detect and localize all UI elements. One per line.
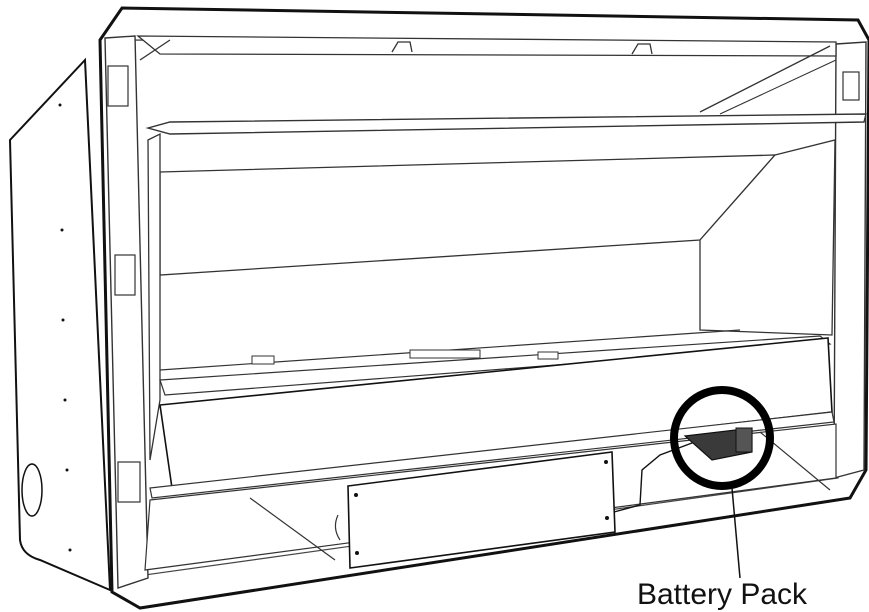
control-cover-plate	[347, 451, 616, 569]
top-hanger-right	[631, 43, 653, 55]
cover-plate-knob	[334, 514, 341, 541]
tray-tab-right	[537, 351, 559, 360]
tray-tab-center	[409, 349, 481, 359]
left-frame-post	[104, 35, 149, 589]
left-post-slot-top	[107, 65, 129, 107]
battery-callout-ring	[670, 386, 774, 490]
cover-plate-screws	[354, 460, 609, 555]
burner-tray	[159, 335, 832, 396]
firebox-left-wall	[147, 132, 161, 461]
top-hanger-left	[391, 41, 413, 53]
bottom-diagonal-left	[249, 497, 336, 561]
side-knockout-hole	[21, 463, 43, 517]
interior-diagonal-right	[699, 45, 831, 113]
right-frame-post	[833, 41, 867, 479]
tray-tab-left	[251, 355, 275, 365]
left-post-slot-bottom	[117, 461, 141, 503]
battery-pack-cap	[735, 427, 753, 453]
left-post-slot-mid	[114, 254, 136, 296]
top-rail	[136, 35, 837, 57]
right-post-slot-top	[842, 71, 860, 101]
battery-callout-leader	[731, 487, 741, 579]
interior-diagonal-left	[139, 39, 171, 61]
side-panel-screws	[58, 103, 72, 552]
firebox-right-wall	[699, 139, 836, 336]
glass-header-bar	[145, 113, 867, 135]
lower-trim-strip	[149, 411, 835, 499]
battery-pack-label: Battery Pack	[637, 578, 808, 611]
left-side-panel	[8, 57, 112, 592]
interior-diagonal-right-2	[719, 59, 837, 115]
